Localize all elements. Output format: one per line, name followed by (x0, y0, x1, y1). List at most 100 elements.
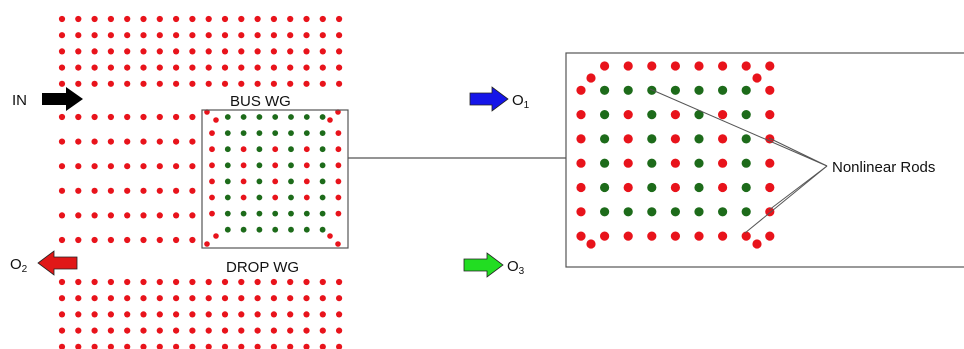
nonlinear-rod (694, 134, 704, 144)
linear-rod (694, 61, 704, 71)
linear-rod (319, 295, 326, 302)
linear-rod (156, 187, 163, 194)
linear-rod (58, 15, 66, 23)
linear-rod (107, 138, 114, 145)
linear-rod (75, 311, 82, 318)
linear-rod (124, 311, 131, 318)
linear-rod (270, 327, 277, 334)
nonlinear-rod (694, 110, 704, 120)
linear-rod (670, 61, 681, 71)
linear-rod (718, 134, 728, 144)
linear-rod (221, 278, 229, 286)
linear-rod (173, 236, 180, 244)
linear-rod (58, 187, 66, 194)
linear-rod (303, 327, 310, 334)
linear-rod (107, 187, 114, 194)
nonlinear-rod (319, 162, 326, 169)
nonlinear-rod (319, 130, 326, 137)
linear-rod (124, 212, 131, 219)
linear-rod (140, 187, 147, 194)
nonlinear-rod (670, 207, 681, 217)
nonlinear-rod (319, 178, 326, 185)
linear-rod (287, 311, 294, 318)
linear-rod (272, 162, 279, 169)
linear-rod (238, 327, 245, 334)
linear-rod (270, 64, 277, 71)
linear-rod (718, 158, 728, 168)
linear-rod (124, 327, 131, 334)
linear-rod (254, 278, 261, 286)
linear-rod (189, 311, 196, 318)
linear-rod (254, 343, 261, 349)
nonlinear-rod (647, 182, 657, 193)
linear-rod (576, 207, 586, 217)
linear-rod (240, 194, 247, 201)
nonlinear-rod (600, 182, 610, 193)
nonlinear-rod (272, 226, 279, 233)
linear-rod (718, 182, 728, 193)
linear-rod (156, 212, 163, 219)
linear-rod (765, 158, 775, 168)
linear-rod (336, 80, 343, 87)
linear-rod (173, 48, 180, 55)
linear-rod (303, 80, 310, 87)
linear-rod (718, 231, 728, 241)
nonlinear-rod (600, 110, 610, 120)
nonlinear-rod (256, 146, 263, 153)
linear-rod (189, 187, 196, 194)
linear-rod (107, 212, 114, 219)
nonlinear-rod (694, 158, 704, 168)
linear-rod (623, 134, 633, 144)
linear-rod (173, 163, 180, 170)
linear-rod (303, 343, 310, 349)
nonlinear-rod (741, 158, 751, 168)
linear-rod (91, 327, 98, 334)
linear-rod (647, 231, 657, 241)
linear-rod (741, 231, 751, 241)
linear-rod (670, 182, 681, 193)
linear-rod (336, 15, 343, 23)
linear-rod (221, 311, 229, 318)
nonlinear-rod (224, 210, 231, 217)
linear-rod (336, 64, 343, 71)
linear-rod (586, 73, 596, 83)
linear-rod (189, 15, 196, 23)
linear-rod (336, 311, 343, 318)
linear-rod (156, 80, 163, 87)
linear-rod (124, 295, 131, 302)
linear-rod (140, 32, 147, 39)
nonlinear-rod (224, 146, 231, 153)
linear-rod (156, 236, 163, 244)
linear-rod (107, 64, 114, 71)
nonlinear-rod (288, 114, 294, 120)
linear-rod (156, 32, 163, 39)
nonlinear-rod (224, 114, 231, 120)
linear-rod (270, 311, 277, 318)
linear-rod (140, 278, 147, 286)
linear-rod (319, 15, 326, 23)
linear-rod (140, 212, 147, 219)
linear-rod (270, 80, 277, 87)
linear-rod (303, 278, 310, 286)
linear-rod (254, 295, 261, 302)
linear-rod (124, 187, 131, 194)
nonlinear-rod (288, 146, 294, 153)
linear-rod (254, 311, 261, 318)
linear-rod (58, 138, 66, 145)
linear-rod (173, 295, 180, 302)
linear-rod (623, 231, 633, 241)
linear-rod (91, 343, 98, 349)
linear-rod (91, 295, 98, 302)
linear-rod (173, 343, 180, 349)
linear-rod (319, 327, 326, 334)
linear-rod (623, 61, 633, 71)
nonlinear-rod (256, 226, 263, 233)
nonlinear-rod (256, 162, 263, 169)
linear-rod (107, 48, 114, 55)
linear-rod (75, 138, 82, 145)
linear-rod (173, 113, 180, 121)
photonic-crystal-lattice (58, 15, 343, 349)
linear-rod (75, 295, 82, 302)
linear-rod (173, 80, 180, 87)
